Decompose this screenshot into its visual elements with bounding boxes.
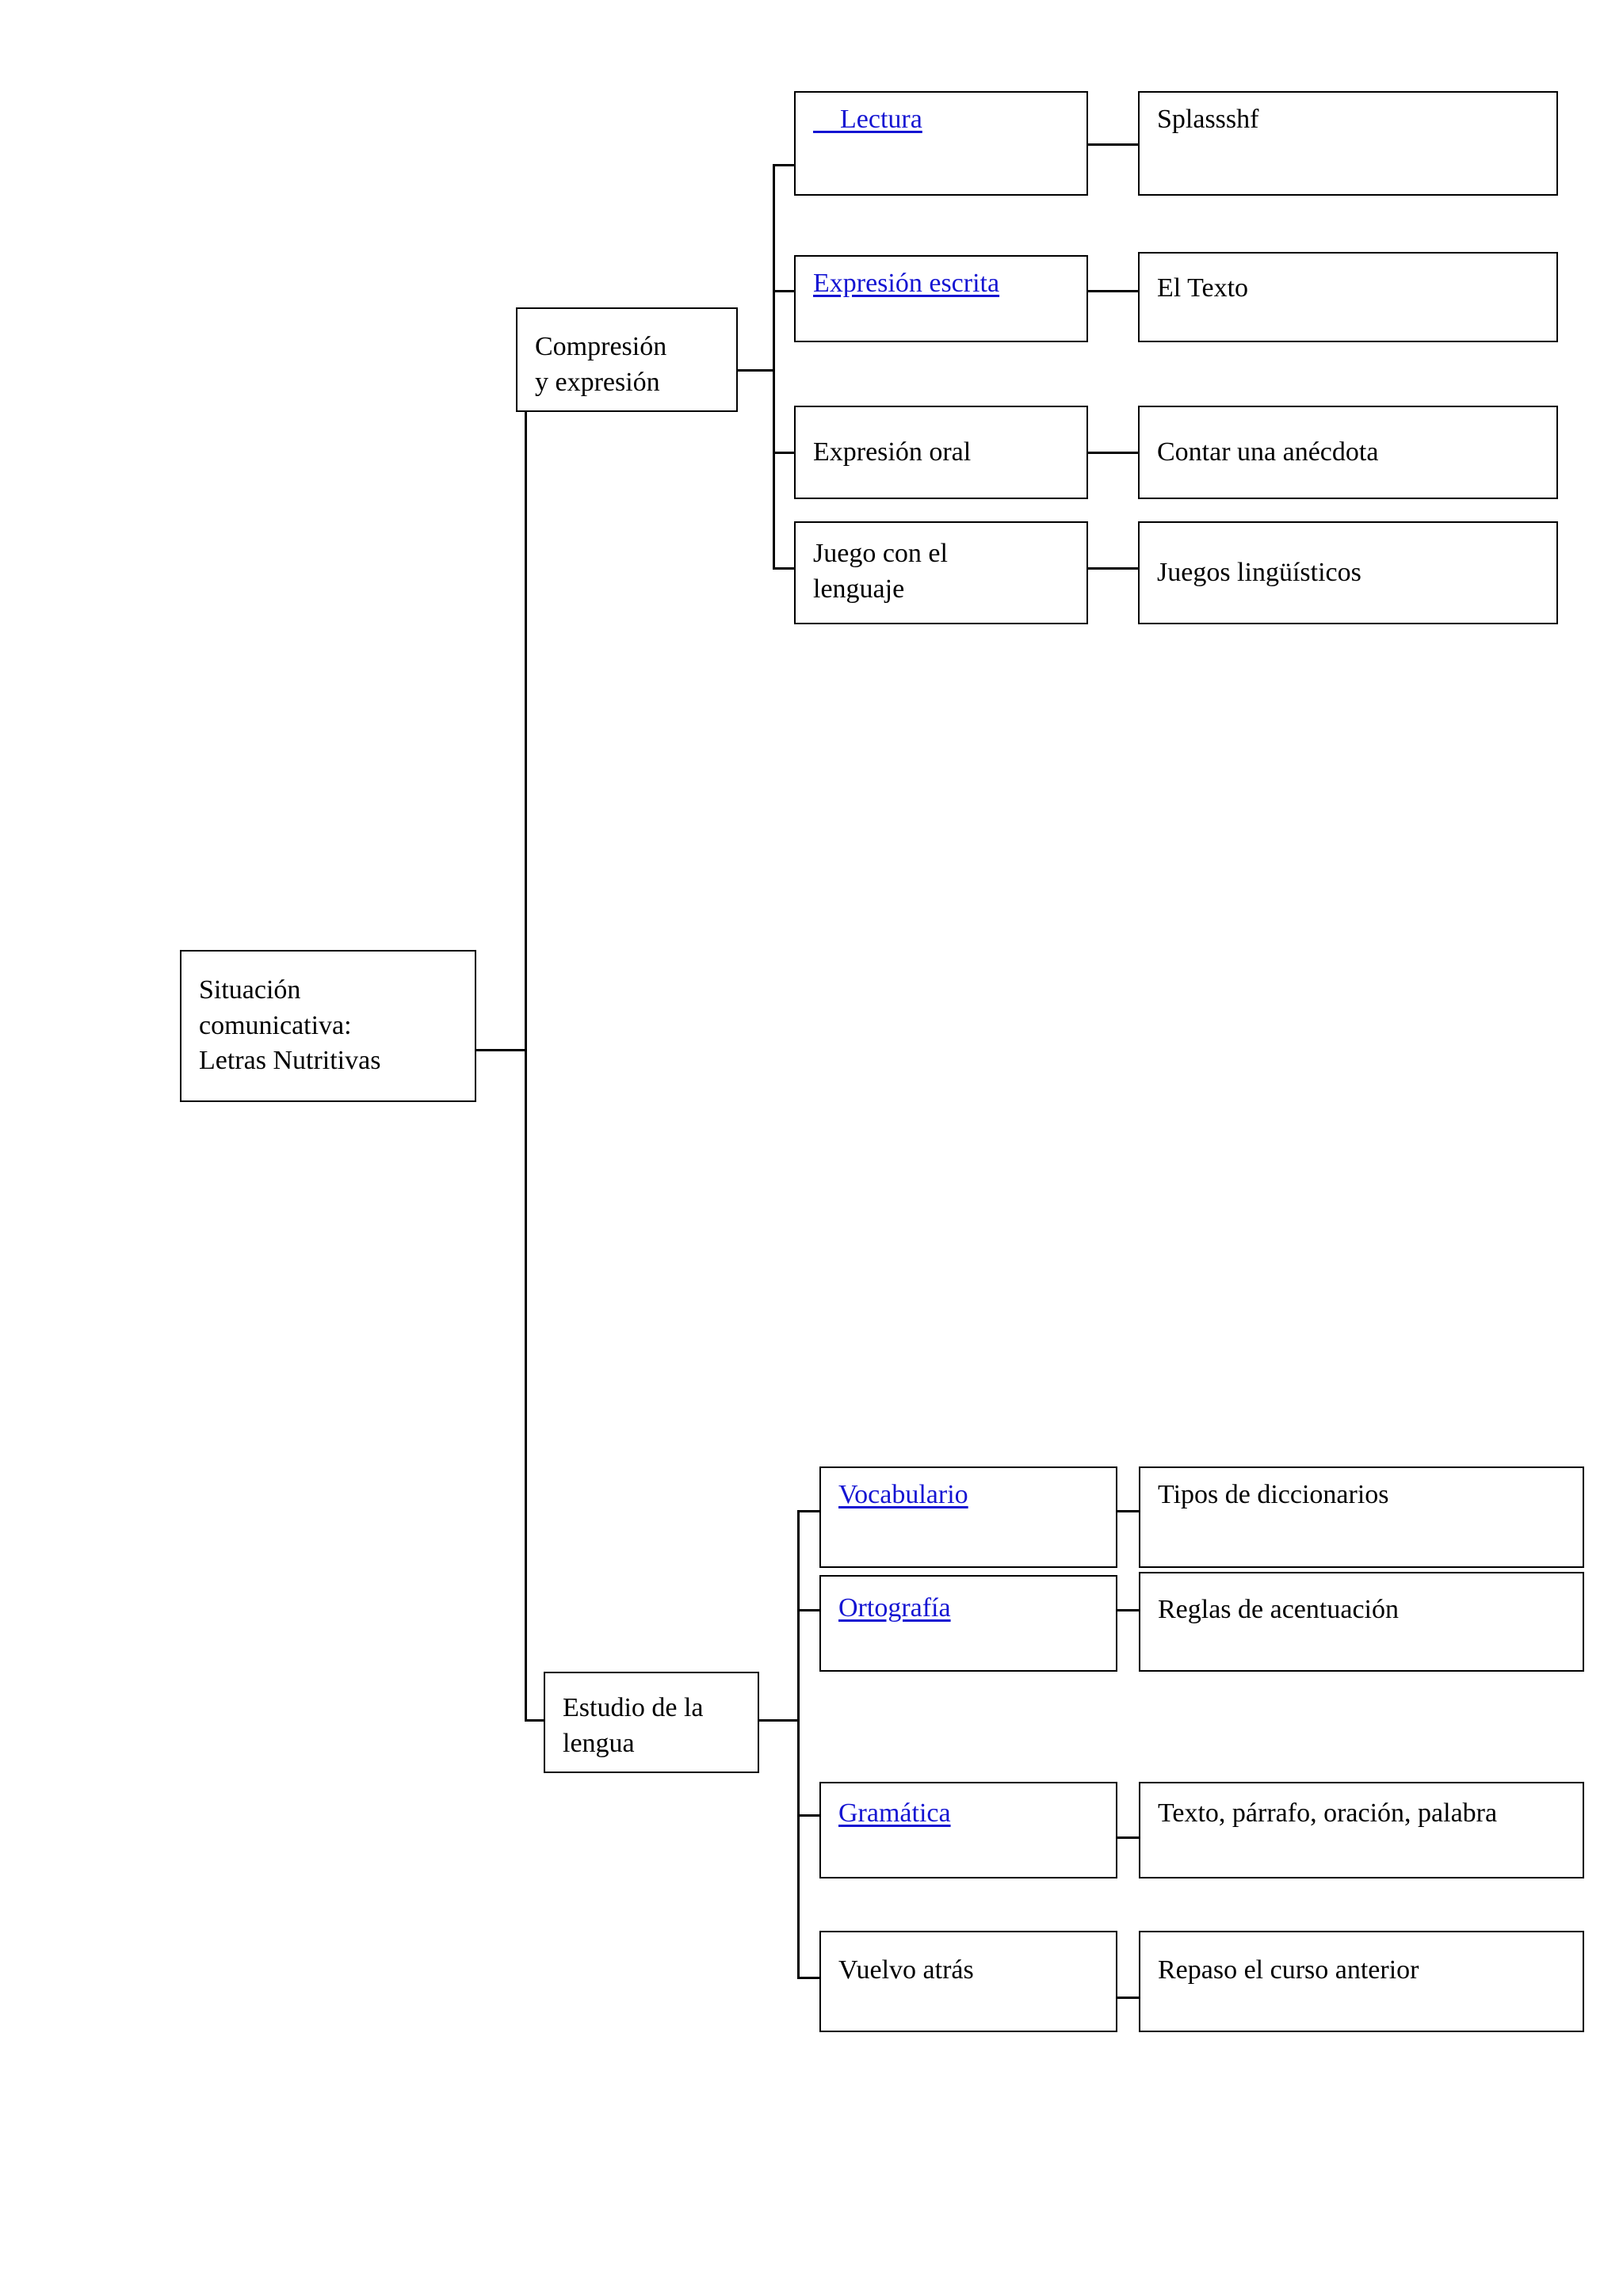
node-ortografia-detail: Reglas de acentuación bbox=[1139, 1572, 1584, 1672]
connector-branch2-bus bbox=[797, 1510, 800, 1979]
node-vuelvo-atras-label: Vuelvo atrás bbox=[838, 1955, 974, 1985]
node-expresion-oral-label: Expresión oral bbox=[813, 437, 972, 467]
connector-bus-to-lectura bbox=[773, 164, 796, 166]
node-lectura[interactable]: Lectura bbox=[794, 91, 1088, 196]
connector-expresion-oral-to-detail bbox=[1087, 452, 1140, 454]
node-juego-lenguaje-detail-label: Juegos lingüísticos bbox=[1157, 557, 1361, 587]
connector-ortografia-to-detail bbox=[1117, 1609, 1140, 1611]
node-ortografia-label[interactable]: Ortografía bbox=[838, 1593, 951, 1623]
node-branch-comprension: Compresión y expresión bbox=[516, 307, 738, 412]
connector-root-to-trunk bbox=[475, 1049, 527, 1051]
node-juego-lenguaje-label: Juego con el lenguaje bbox=[813, 539, 948, 604]
node-gramatica-label[interactable]: Gramática bbox=[838, 1798, 951, 1828]
node-expresion-escrita-label[interactable]: Expresión escrita bbox=[813, 269, 1000, 298]
node-ortografia-detail-label: Reglas de acentuación bbox=[1158, 1595, 1399, 1624]
node-vuelvo-atras-detail-label: Repaso el curso anterior bbox=[1158, 1955, 1419, 1985]
connector-bus-to-ortografia bbox=[797, 1609, 821, 1611]
node-vuelvo-atras: Vuelvo atrás bbox=[819, 1931, 1117, 2032]
node-vocabulario[interactable]: Vocabulario bbox=[819, 1466, 1117, 1568]
connector-main-trunk bbox=[525, 411, 527, 1722]
connector-bus-to-vocabulario bbox=[797, 1510, 821, 1512]
node-juego-lenguaje: Juego con el lenguaje bbox=[794, 521, 1088, 624]
node-vocabulario-detail-label: Tipos de diccionarios bbox=[1158, 1480, 1389, 1509]
node-expresion-escrita-detail: El Texto bbox=[1138, 252, 1558, 342]
connector-bus-to-juego-lenguaje bbox=[773, 567, 796, 570]
node-gramatica-detail-label: Texto, párrafo, oración, palabra bbox=[1158, 1798, 1498, 1828]
node-vocabulario-detail: Tipos de diccionarios bbox=[1139, 1466, 1584, 1568]
node-gramatica[interactable]: Gramática bbox=[819, 1782, 1117, 1878]
node-expresion-oral-detail-label: Contar una anécdota bbox=[1157, 437, 1379, 467]
node-lectura-detail: Splassshf bbox=[1138, 91, 1558, 196]
connector-gramatica-to-detail bbox=[1117, 1836, 1140, 1839]
connector-bus-to-expresion-escrita bbox=[773, 290, 796, 292]
connector-trunk-to-branch2 bbox=[525, 1719, 545, 1722]
node-gramatica-detail: Texto, párrafo, oración, palabra bbox=[1139, 1782, 1584, 1878]
connector-lectura-to-detail bbox=[1087, 143, 1140, 146]
node-branch-estudio-lengua: Estudio de la lengua bbox=[544, 1672, 759, 1773]
node-expresion-oral: Expresión oral bbox=[794, 406, 1088, 499]
node-ortografia[interactable]: Ortografía bbox=[819, 1575, 1117, 1672]
connector-bus-to-vuelvo-atras bbox=[797, 1977, 821, 1979]
connector-branch2-to-bus bbox=[758, 1719, 799, 1722]
connector-branch1-to-bus bbox=[736, 369, 774, 372]
node-branch-comprension-label: Compresión y expresión bbox=[535, 332, 667, 397]
connector-branch1-bus bbox=[773, 164, 775, 570]
node-lectura-label[interactable]: Lectura bbox=[813, 105, 922, 134]
connector-vocabulario-to-detail bbox=[1117, 1510, 1140, 1512]
connector-bus-to-expresion-oral bbox=[773, 452, 796, 454]
node-expresion-escrita[interactable]: Expresión escrita bbox=[794, 255, 1088, 342]
connector-bus-to-gramatica bbox=[797, 1814, 821, 1817]
connector-vuelvo-atras-to-detail bbox=[1117, 1997, 1140, 1999]
node-expresion-oral-detail: Contar una anécdota bbox=[1138, 406, 1558, 499]
node-lectura-detail-label: Splassshf bbox=[1157, 105, 1259, 134]
node-vuelvo-atras-detail: Repaso el curso anterior bbox=[1139, 1931, 1584, 2032]
node-vocabulario-label[interactable]: Vocabulario bbox=[838, 1480, 968, 1509]
connector-juego-lenguaje-to-detail bbox=[1087, 567, 1140, 570]
node-juego-lenguaje-detail: Juegos lingüísticos bbox=[1138, 521, 1558, 624]
connector-expresion-escrita-to-detail bbox=[1087, 290, 1140, 292]
node-root-label: Situación comunicativa: Letras Nutritiva… bbox=[199, 974, 381, 1076]
node-root: Situación comunicativa: Letras Nutritiva… bbox=[180, 950, 476, 1102]
node-branch-estudio-lengua-label: Estudio de la lengua bbox=[563, 1693, 704, 1758]
node-expresion-escrita-detail-label: El Texto bbox=[1157, 273, 1249, 303]
